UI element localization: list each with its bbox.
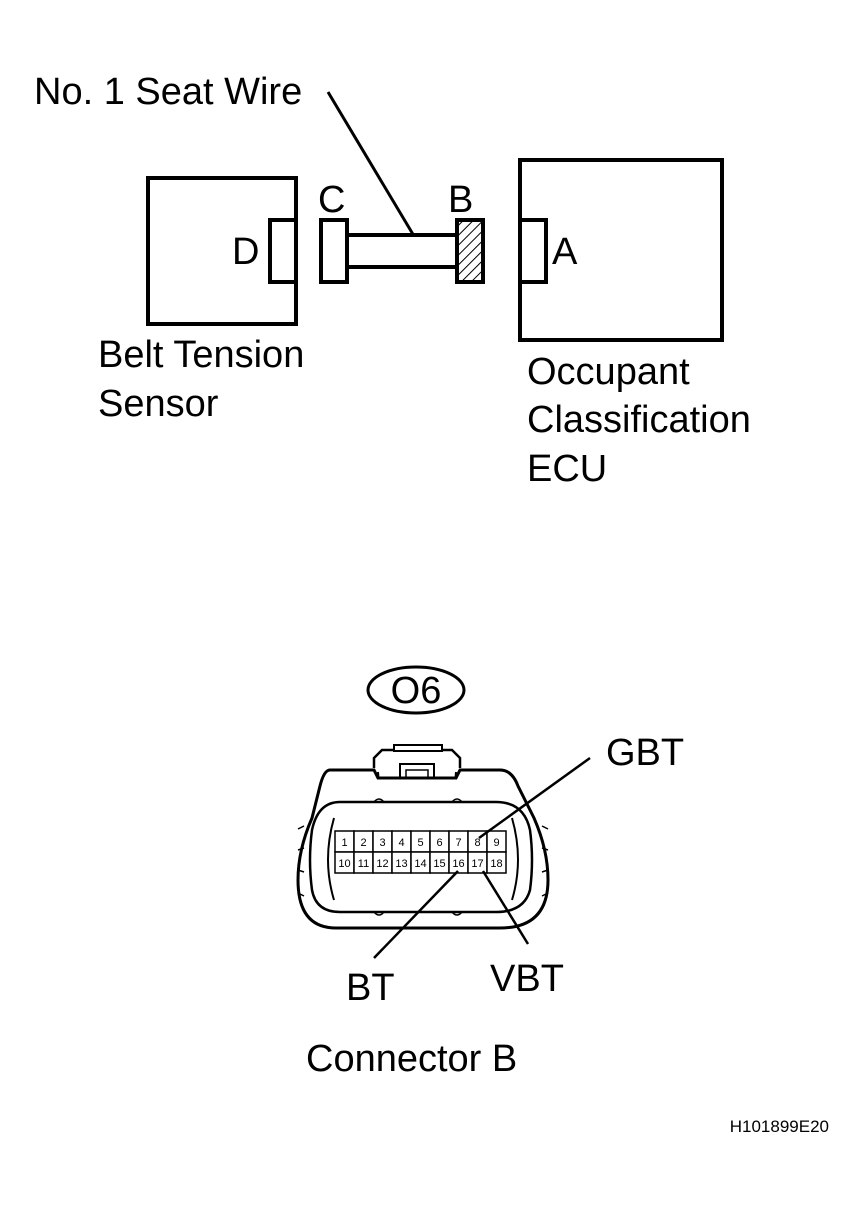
pin-number-17: 17 [471, 858, 483, 870]
sensor-label-line1: Belt Tension [98, 334, 304, 376]
pin-number-18: 18 [490, 858, 502, 870]
connector-b-plug [455, 218, 485, 284]
pin-number-12: 12 [376, 858, 388, 870]
pin-number-14: 14 [414, 858, 426, 870]
connector-c-plug [319, 218, 349, 284]
occupant-classification-ecu-box [518, 158, 724, 342]
pin-number-10: 10 [338, 858, 350, 870]
pin-number-2: 2 [360, 837, 366, 849]
connector-d-label: D [232, 231, 259, 273]
pin-number-13: 13 [395, 858, 407, 870]
pin-number-9: 9 [493, 837, 499, 849]
connector-c-label: C [318, 179, 345, 221]
ecu-label-line3: ECU [527, 448, 607, 490]
connector-title: Connector B [306, 1038, 517, 1080]
ecu-label-line1: Occupant [527, 351, 690, 393]
gbt-label: GBT [606, 732, 684, 774]
ecu-label-line2: Classification [527, 399, 751, 441]
wire-leader-line [326, 91, 416, 237]
connector-a-label: A [552, 231, 578, 273]
vbt-label: VBT [490, 958, 564, 1000]
top-keys [373, 798, 463, 803]
sensor-label-line2: Sensor [98, 383, 219, 425]
connector-code-label: O6 [391, 670, 442, 712]
pin-number-7: 7 [455, 837, 461, 849]
pin-number-8: 8 [474, 837, 480, 849]
pin-number-5: 5 [417, 837, 423, 849]
bt-leader-line [373, 870, 459, 959]
right-side-ticks [541, 825, 549, 897]
pin-number-4: 4 [398, 837, 404, 849]
pin-number-1: 1 [341, 837, 347, 849]
pin-number-16: 16 [452, 858, 464, 870]
gbt-leader-line [478, 756, 591, 840]
seat-wire-harness [345, 233, 459, 269]
latch-tab [393, 744, 443, 752]
pin-number-11: 11 [358, 858, 369, 870]
connector-code-oval [366, 665, 466, 715]
vbt-leader-line [481, 870, 530, 945]
connector-b-label: B [448, 179, 473, 221]
bottom-keys [373, 911, 463, 916]
wire-label: No. 1 Seat Wire [34, 71, 302, 113]
pin-number-3: 3 [379, 837, 385, 849]
left-side-ticks [297, 825, 305, 897]
connector-d-socket [268, 218, 298, 284]
inner-rib-right [511, 817, 519, 901]
connector-a-socket [518, 218, 548, 284]
pin-cell [486, 851, 507, 874]
bt-label: BT [346, 967, 395, 1009]
figure-code: H101899E20 [730, 1117, 829, 1136]
pin-number-6: 6 [436, 837, 442, 849]
pin-number-15: 15 [433, 858, 445, 870]
inner-rib-left [327, 817, 335, 901]
top-wiring-diagram: No. 1 Seat Wire D Belt Tension Sensor C … [34, 71, 751, 490]
